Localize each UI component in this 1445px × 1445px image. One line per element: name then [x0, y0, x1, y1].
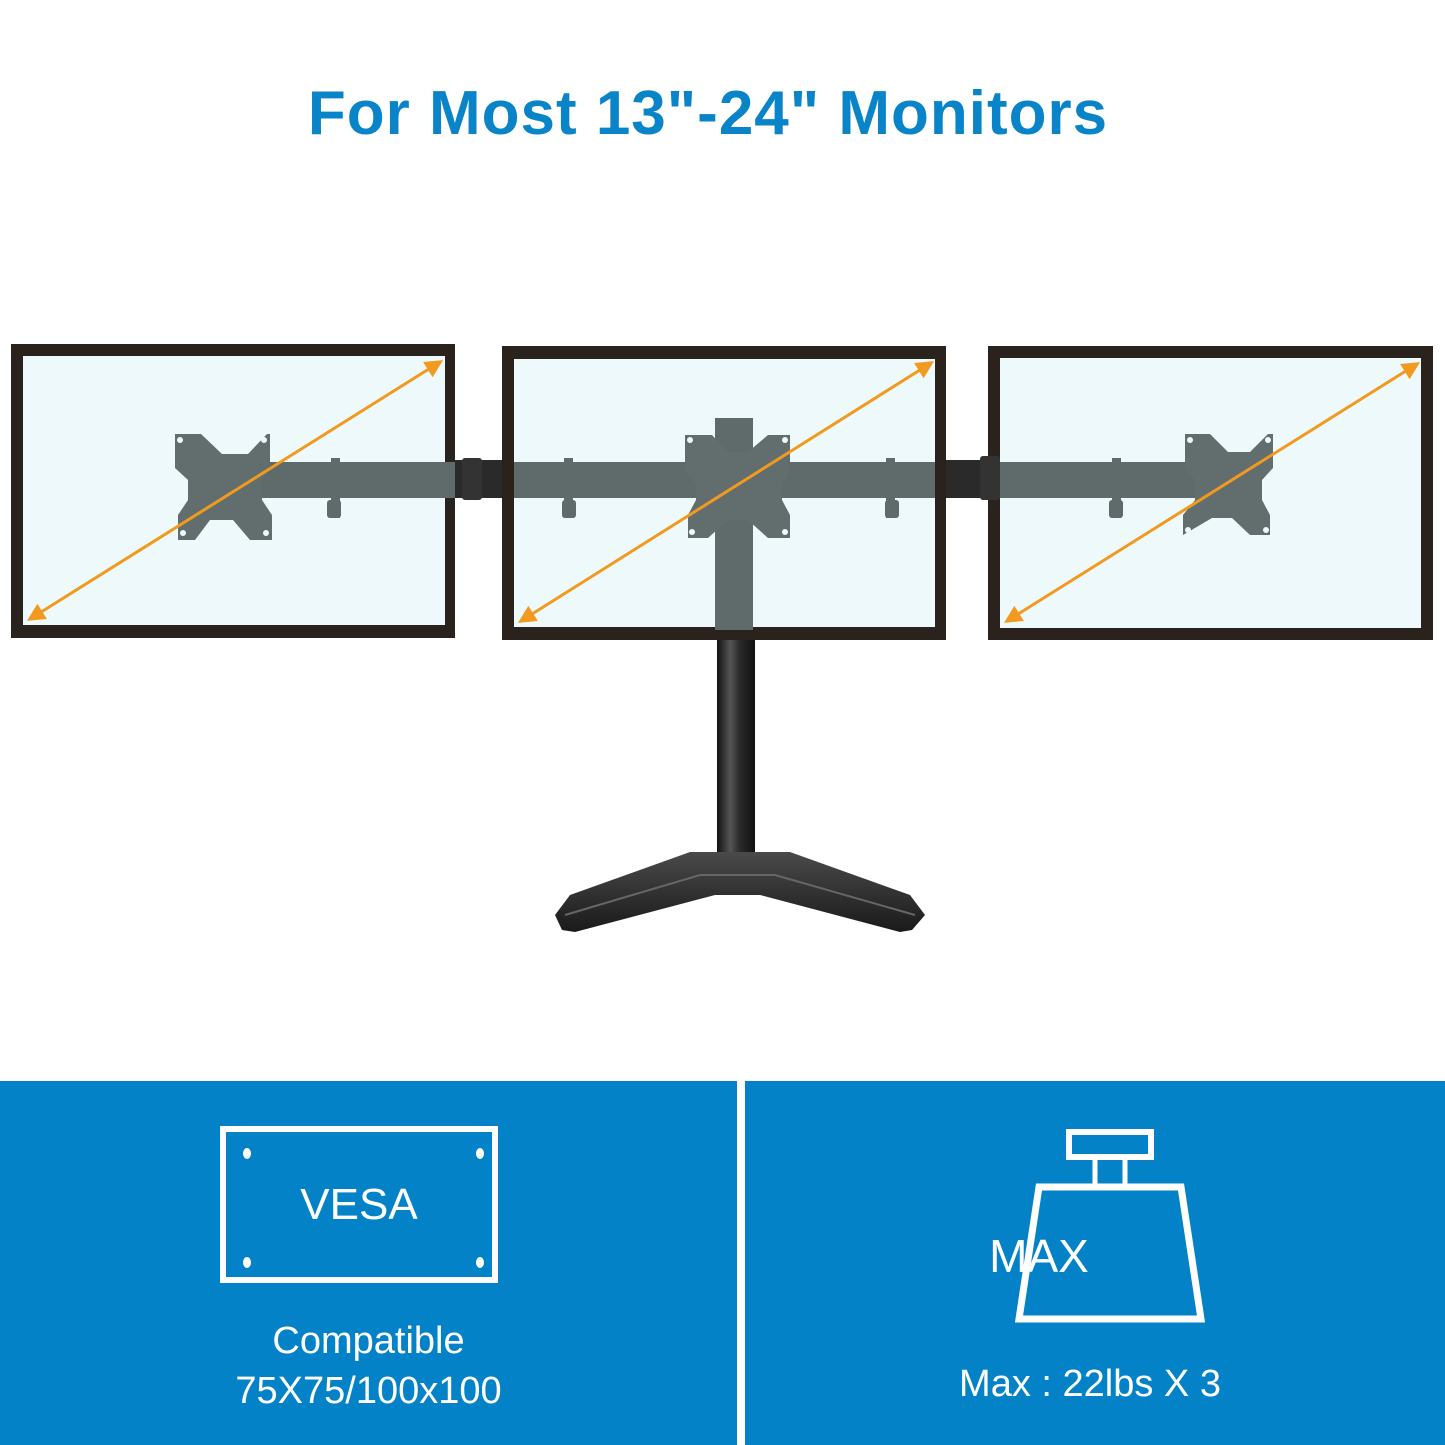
weight-icon — [1014, 1129, 1206, 1323]
vesa-plate-icon: VESA — [220, 1126, 498, 1283]
vesa-compatible-text: Compatible — [272, 1320, 465, 1362]
headline: For Most 13"-24" Monitors — [307, 79, 1109, 148]
weight-feature-panel: MAX Max : 22lbs X 3 — [745, 1081, 1445, 1445]
vesa-feature-panel: VESA Compatible 75X75/100x100 — [0, 1081, 737, 1445]
vesa-sizes-text: 75X75/100x100 — [235, 1370, 502, 1412]
weight-max-label: MAX — [989, 1230, 1089, 1282]
triple-monitor-stand-illustration — [11, 344, 1433, 932]
stand — [555, 630, 925, 932]
diagonal-size-arrows — [26, 360, 1421, 623]
weight-capacity-text: Max : 22lbs X 3 — [959, 1363, 1221, 1405]
vesa-label: VESA — [300, 1180, 418, 1229]
